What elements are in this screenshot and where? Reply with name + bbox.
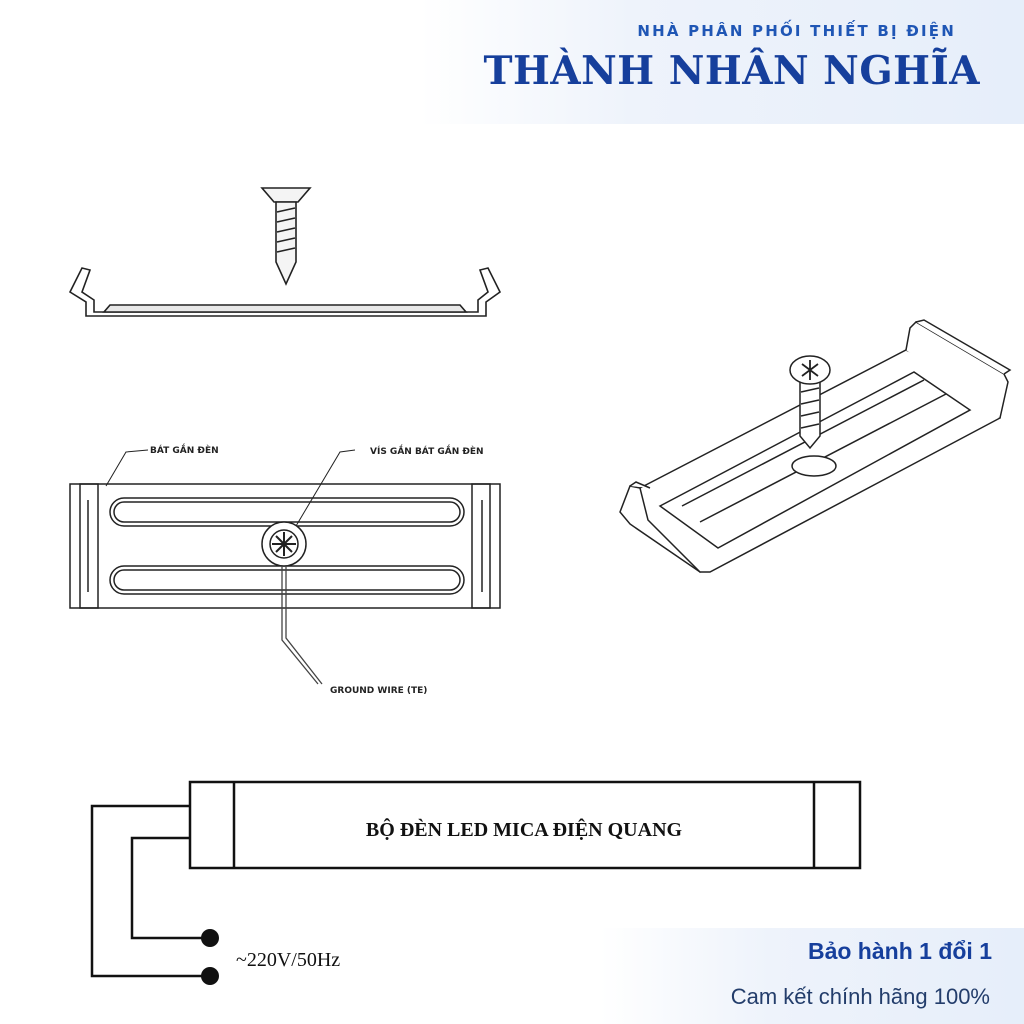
- screw-label: VÍS GẮN BÁT GẮN ĐÈN: [370, 444, 484, 457]
- wiring: [90, 804, 210, 978]
- screw-head-top-view: [261, 521, 307, 567]
- terminal-dot-1: [201, 929, 219, 947]
- screw-isometric-view: [789, 355, 831, 450]
- leader-lines: [105, 449, 356, 527]
- lamp-body: [188, 780, 862, 870]
- ground-wire-label: GROUND WIRE (TE): [330, 686, 427, 696]
- header-banner: [420, 0, 1024, 124]
- power-label: ~220V/50Hz: [236, 949, 340, 971]
- bracket-isometric-view: [619, 319, 1012, 573]
- distributor-tagline: NHÀ PHÂN PHỐI THIẾT BỊ ĐIỆN: [637, 22, 956, 40]
- brand-name: THÀNH NHÂN NGHĨA: [483, 48, 980, 94]
- ground-wire: [281, 566, 323, 685]
- footer-banner: [600, 928, 1024, 1024]
- bracket-label: BÁT GẮN ĐÈN: [150, 443, 219, 456]
- commitment-text: Cam kết chính hãng 100%: [730, 984, 990, 1009]
- lamp-label: BỘ ĐÈN LED MICA ĐIỆN QUANG: [366, 818, 683, 841]
- warranty-text: Bảo hành 1 đổi 1: [807, 938, 992, 964]
- terminal-dot-2: [201, 967, 219, 985]
- bracket-side-view: [68, 267, 502, 317]
- screw-side-view: [260, 187, 312, 286]
